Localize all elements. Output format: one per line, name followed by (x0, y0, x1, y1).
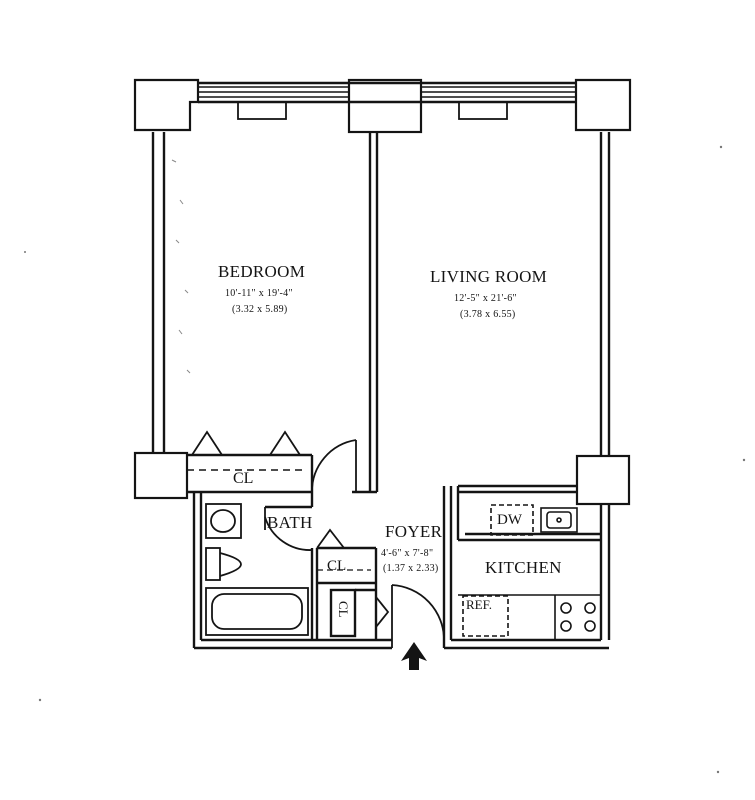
kitchen-fixtures (458, 504, 601, 640)
small-closet-label: CL (336, 601, 351, 618)
dishwasher-label: DW (497, 512, 522, 528)
foyer-closet-label: CL (327, 558, 347, 574)
windows (198, 86, 576, 98)
refrigerator-label: REF. (466, 597, 493, 612)
living-room-dims-imperial: 12'-5" x 21'-6" (454, 293, 517, 304)
wall-texture (171, 159, 191, 374)
doors (191, 430, 445, 648)
foyer-label: FOYER (385, 522, 443, 541)
entry-arrow-icon (401, 642, 427, 670)
bath-fixtures (205, 503, 309, 636)
radiators (237, 101, 508, 120)
kitchen-label: KITCHEN (485, 558, 562, 577)
living-room-dims-metric: (3.78 x 6.55) (460, 309, 516, 320)
bedroom-closet-label: CL (233, 470, 254, 487)
bedroom-label: BEDROOM (218, 262, 306, 281)
stray-marks (24, 145, 746, 774)
bath-label: BATH (267, 513, 313, 532)
bedroom-dims-imperial: 10'-11" x 19'-4" (225, 288, 293, 299)
interior-walls (187, 132, 609, 650)
living-room-label: LIVING ROOM (430, 267, 548, 286)
columns (133, 78, 632, 506)
foyer-dims-imperial: 4'-6" x 7'-8" (381, 548, 434, 559)
foyer-dims-metric: (1.37 x 2.33) (383, 563, 439, 574)
bedroom-dims-metric: (3.32 x 5.89) (232, 304, 288, 315)
